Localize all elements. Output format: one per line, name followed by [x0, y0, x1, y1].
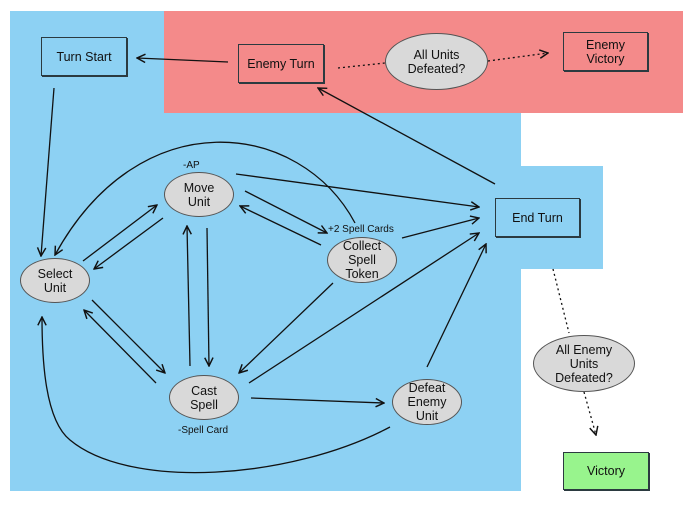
- node-select-unit[interactable]: Select Unit: [20, 258, 90, 303]
- node-label: Defeat Enemy Unit: [407, 381, 447, 423]
- node-cast-spell[interactable]: Cast Spell: [169, 375, 239, 420]
- edge-collecttoken-to-endturn: [401, 218, 479, 239]
- node-end-turn[interactable]: End Turn: [495, 198, 580, 237]
- node-all-units-defeated[interactable]: All Units Defeated?: [385, 33, 488, 90]
- node-label: Move Unit: [183, 180, 215, 209]
- node-label: Enemy Turn: [247, 56, 315, 71]
- node-label: All Enemy Units Defeated?: [555, 342, 613, 385]
- edge-defeatenemy-to-selectunit: [42, 317, 391, 474]
- node-label: Victory: [587, 464, 625, 478]
- edge-enemyturn-to-turnstart: [137, 58, 229, 62]
- node-label: All Units Defeated?: [407, 47, 466, 76]
- edge-castspell-to-defeatenemy: [250, 397, 384, 403]
- node-label: Select Unit: [37, 266, 73, 295]
- annotation-cast-spell: -Spell Card: [178, 425, 229, 436]
- node-move-unit[interactable]: Move Unit: [164, 172, 234, 217]
- node-victory[interactable]: Victory: [563, 452, 649, 490]
- node-defeat-enemy-unit[interactable]: Defeat Enemy Unit: [392, 379, 462, 425]
- edge-moveunit-to-castspell: [207, 227, 209, 366]
- edge-selectunit-to-castspell: [91, 299, 165, 373]
- edge-moveunit-to-selectunit: [94, 217, 164, 269]
- node-turn-start[interactable]: Turn Start: [41, 37, 127, 76]
- node-enemy-turn[interactable]: Enemy Turn: [238, 44, 324, 83]
- node-label: Turn Start: [56, 49, 112, 64]
- node-all-enemy-units-defeated[interactable]: All Enemy Units Defeated?: [533, 335, 635, 392]
- node-collect-spell-token[interactable]: Collect Spell Token: [327, 237, 397, 283]
- annotation-move-unit: -AP: [183, 160, 200, 171]
- edge-endturn-to-allenemydefeated: [552, 268, 570, 334]
- node-label: Collect Spell Token: [342, 239, 382, 281]
- node-enemy-victory[interactable]: Enemy Victory: [563, 32, 648, 71]
- node-label: End Turn: [512, 210, 563, 225]
- edge-defeatenemy-to-endturn: [426, 244, 486, 368]
- edge-selectunit-to-moveunit: [82, 205, 157, 262]
- edge-collecttoken-to-moveunit: [240, 206, 322, 246]
- edge-moveunit-to-endturn: [235, 173, 479, 207]
- annotation-collect-spell-token: +2 Spell Cards: [328, 224, 394, 235]
- edge-moveunit-to-collecttoken: [244, 190, 327, 233]
- edge-endturn-to-enemyturn: [318, 88, 496, 185]
- node-label: Cast Spell: [190, 383, 218, 412]
- edge-allenemydefeated-to-victory: [583, 391, 596, 435]
- player-phase-region-extension: [519, 166, 603, 269]
- edge-enemyturn-to-allunitsdefeated: [337, 62, 386, 69]
- edge-castspell-to-selectunit: [84, 310, 157, 384]
- edge-allunitsdefeated-to-enemyvictory: [487, 53, 548, 62]
- edge-castspell-to-endturn: [248, 233, 479, 384]
- edge-castspell-to-moveunit: [187, 226, 190, 367]
- edge-turnstart-to-selectunit: [41, 87, 55, 256]
- edge-collecttoken-to-castspell: [239, 282, 334, 373]
- node-label: Enemy Victory: [586, 37, 625, 66]
